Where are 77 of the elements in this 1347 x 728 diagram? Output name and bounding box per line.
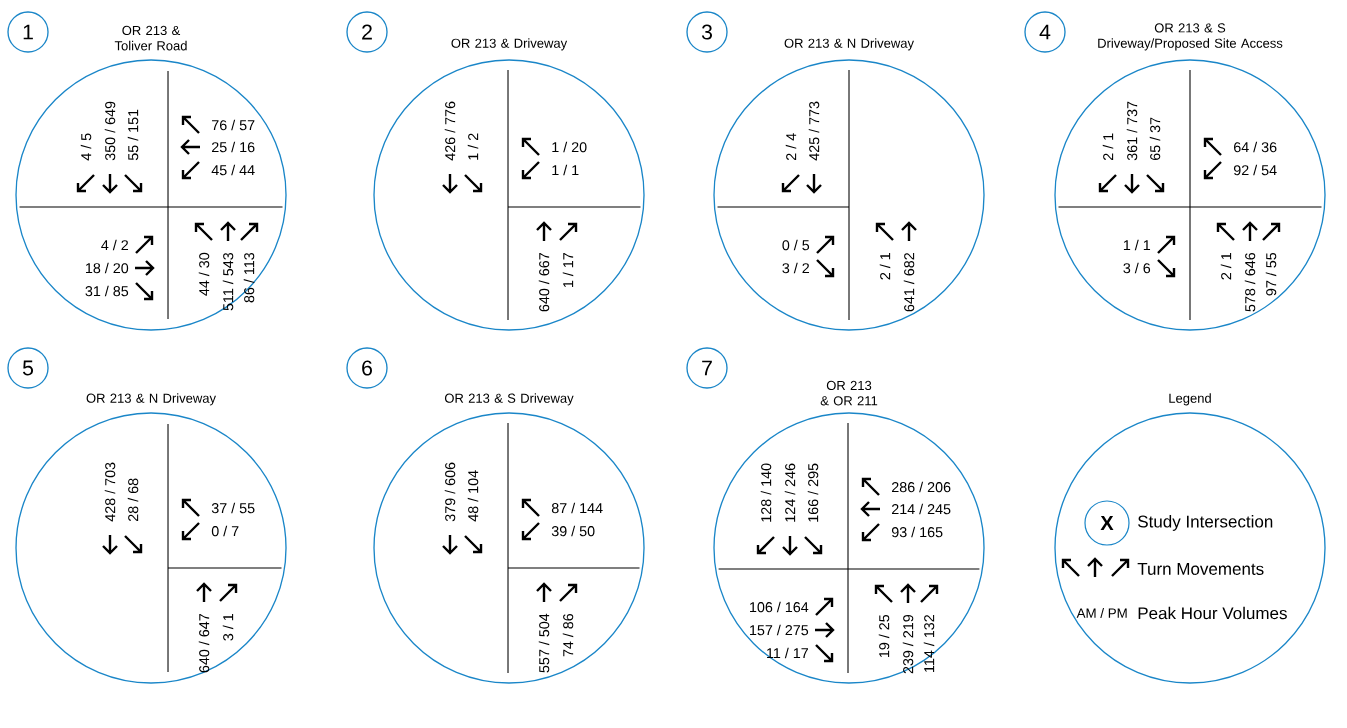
- number-badge: 6: [346, 347, 388, 389]
- volume-label: 640 / 667: [538, 253, 550, 312]
- volume-label: 55 / 151: [127, 109, 139, 161]
- volume-label: 0 / 7: [211, 525, 239, 537]
- volume-label: 25 / 16: [212, 141, 255, 153]
- intersection-title: OR 213 & Toliver Road: [114, 25, 187, 51]
- volume-label: 214 / 245: [892, 503, 951, 515]
- volume-label: 128 / 140: [760, 463, 772, 522]
- legend-label: Peak Hour Volumes: [1138, 606, 1287, 620]
- volume-label: 114 / 132: [923, 615, 935, 672]
- volume-label: 2 / 1: [1220, 252, 1232, 280]
- volume-label: 166 / 295: [807, 463, 819, 522]
- volume-label: 239 / 219: [902, 614, 914, 674]
- intersection-title: OR 213 & S Driveway/Proposed Site Access: [1098, 23, 1283, 51]
- volume-label: 92 / 54: [1233, 164, 1277, 176]
- volume-label: 157 / 275: [750, 624, 809, 636]
- number-badge: 3: [686, 11, 728, 53]
- volume-label: 74 / 86: [562, 613, 574, 657]
- volume-label: 19 / 25: [878, 614, 890, 657]
- volume-label: 1 / 1: [1123, 239, 1151, 251]
- volume-label: 1 / 2: [467, 133, 479, 160]
- volume-label: 86 / 113: [243, 252, 255, 303]
- volume-label: 0 / 5: [782, 239, 810, 251]
- volume-label: 3 / 1: [222, 613, 234, 641]
- volume-label: 641 / 682: [903, 253, 915, 312]
- volume-label: 286 / 206: [892, 481, 951, 493]
- volume-label: 2 / 1: [879, 252, 891, 280]
- volume-label: 350 / 649: [104, 101, 116, 161]
- volume-label: 76 / 57: [212, 119, 255, 131]
- volume-label: 3 / 2: [782, 262, 809, 274]
- volume-label: 379 / 606: [444, 462, 456, 522]
- number-badge: 1: [7, 11, 49, 53]
- volume-label: 48 / 104: [467, 470, 479, 522]
- volume-label: 28 / 68: [127, 478, 139, 521]
- intersection-title: OR 213 & S Driveway: [444, 393, 574, 406]
- volume-label: 578 / 646: [1244, 252, 1256, 312]
- legend-label: Turn Movements: [1137, 563, 1264, 575]
- volume-label: 4 / 2: [101, 239, 128, 251]
- volume-label: 361 / 737: [1126, 101, 1138, 161]
- volume-label: 511 / 543: [222, 252, 234, 311]
- volume-label: 1 / 20: [552, 141, 587, 153]
- intersection-title: OR 213 & N Driveway: [784, 38, 914, 51]
- volume-label: 37 / 55: [211, 502, 255, 514]
- volume-label: 97 / 55: [1265, 252, 1277, 296]
- volume-label: 106 / 164: [750, 601, 809, 613]
- intersection-title: OR 213 & N Driveway: [86, 393, 216, 406]
- volume-label: 425 / 773: [808, 101, 820, 161]
- volume-label: 1 / 17: [562, 253, 574, 288]
- volume-label: 64 / 36: [1234, 141, 1277, 153]
- volume-label: 2 / 1: [1102, 133, 1114, 160]
- volume-label: 124 / 246: [784, 463, 796, 522]
- volume-label: 39 / 50: [551, 525, 595, 537]
- volume-label: 428 / 703: [104, 462, 116, 522]
- volume-label: 3 / 6: [1123, 262, 1151, 274]
- volume-label: 426 / 776: [444, 101, 456, 161]
- legend-label: Study Intersection: [1138, 515, 1273, 531]
- number-badge: 7: [686, 347, 728, 389]
- legend-title: Legend: [1169, 393, 1211, 406]
- volume-label: 44 / 30: [198, 252, 210, 296]
- intersection-title: OR 213 & Driveway: [451, 38, 568, 51]
- volume-label: 45 / 44: [211, 164, 255, 176]
- volume-label: 557 / 504: [538, 613, 550, 673]
- number-badge: 4: [1024, 11, 1066, 53]
- volume-label: 65 / 37: [1149, 117, 1161, 160]
- volume-label: 1 / 1: [552, 164, 579, 176]
- volume-label: 2 / 4: [785, 133, 797, 160]
- volume-label: 640 / 647: [198, 614, 210, 673]
- sample-volume-label: AM / PM: [1076, 608, 1127, 618]
- number-badge: 2: [346, 11, 388, 53]
- volume-label: 4 / 5: [80, 133, 92, 161]
- intersection-title: OR 213 & OR 211: [820, 380, 878, 406]
- volume-label: 93 / 165: [891, 526, 943, 538]
- number-badge: 5: [7, 347, 49, 389]
- volume-label: 11 / 17: [767, 647, 808, 659]
- volume-label: 31 / 85: [85, 285, 129, 297]
- volume-label: 18 / 20: [86, 262, 129, 274]
- volume-label: 87 / 144: [551, 502, 603, 514]
